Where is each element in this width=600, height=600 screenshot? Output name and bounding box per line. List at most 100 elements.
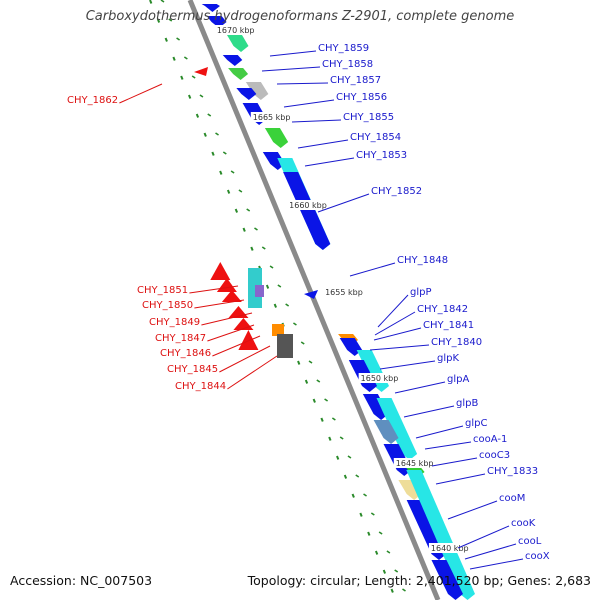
outer-tick-mark bbox=[238, 189, 243, 193]
forward-gene-label: glpP bbox=[410, 287, 432, 298]
inner-tick-mark bbox=[351, 493, 355, 498]
forward-gene-label: cooK bbox=[511, 518, 536, 529]
scale-label: 1645 kbp bbox=[396, 459, 434, 468]
forward-gene-arrow bbox=[283, 172, 331, 250]
forward-label-leader bbox=[304, 157, 355, 167]
scale-label: 1660 kbp bbox=[289, 201, 327, 210]
forward-gene-label: CHY_1841 bbox=[423, 320, 474, 331]
inner-tick-mark bbox=[195, 113, 200, 118]
forward-label-leader bbox=[464, 543, 517, 560]
scale-label: 1640 kbp bbox=[431, 544, 469, 553]
outer-tick-mark bbox=[168, 18, 173, 22]
forward-gene-label: CHY_1833 bbox=[487, 466, 538, 477]
forward-gene-arrow bbox=[225, 32, 249, 52]
forward-gene-label: CHY_1858 bbox=[322, 59, 373, 70]
accession-text: Accession: NC_007503 bbox=[10, 573, 153, 588]
outer-tick-mark bbox=[292, 322, 297, 326]
outer-tick-mark bbox=[285, 303, 290, 307]
forward-label-leader bbox=[447, 500, 498, 520]
forward-gene-arrow bbox=[236, 88, 257, 100]
forward-gene-label: CHY_1842 bbox=[417, 304, 468, 315]
inner-tick-mark bbox=[374, 550, 379, 555]
forward-gene-arrow bbox=[304, 290, 318, 299]
reverse-gene-arrow bbox=[238, 330, 259, 350]
inner-tick-mark bbox=[149, 0, 153, 4]
forward-label-leader bbox=[377, 294, 409, 328]
inner-tick-mark bbox=[164, 37, 168, 42]
forward-label-leader bbox=[369, 344, 430, 351]
outer-tick-mark bbox=[176, 37, 181, 41]
outer-tick-mark bbox=[324, 398, 329, 402]
inner-tick-mark bbox=[250, 246, 254, 251]
outer-tick-mark bbox=[394, 569, 399, 573]
forward-label-leader bbox=[317, 193, 370, 213]
outer-tick-mark bbox=[370, 512, 375, 516]
topology-text: Topology: circular; Length: 2,401,520 bp… bbox=[247, 573, 591, 588]
inner-tick-mark bbox=[312, 398, 316, 403]
inner-tick-mark bbox=[226, 189, 231, 194]
forward-label-leader bbox=[374, 311, 416, 336]
forward-gene-label: CHY_1856 bbox=[336, 92, 387, 103]
reverse-gene-label: CHY_1851 bbox=[137, 285, 188, 296]
forward-label-leader bbox=[415, 425, 464, 439]
reverse-gene-arrow bbox=[194, 67, 208, 76]
scale-label: 1665 kbp bbox=[253, 113, 291, 122]
reverse-gene-label: CHY_1862 bbox=[67, 95, 118, 106]
inner-tick-mark bbox=[234, 208, 239, 213]
forward-gene-label: cooL bbox=[518, 536, 542, 547]
reverse-label-leader bbox=[207, 324, 255, 342]
inner-tick-mark bbox=[172, 56, 176, 61]
forward-gene-arrow bbox=[264, 128, 289, 148]
forward-gene-arrow bbox=[222, 55, 243, 66]
forward-gene-label: CHY_1854 bbox=[350, 132, 401, 143]
inner-tick-mark bbox=[367, 531, 371, 536]
genome-backbone bbox=[187, 0, 441, 600]
inner-tick-mark bbox=[188, 94, 192, 99]
reverse-gene-label: CHY_1844 bbox=[175, 381, 226, 392]
reverse-gene-label: CHY_1846 bbox=[160, 348, 211, 359]
outer-tick-mark bbox=[191, 75, 196, 79]
inner-tick-mark bbox=[320, 417, 324, 422]
forward-label-leader bbox=[373, 327, 422, 341]
inner-tick-mark bbox=[273, 303, 277, 308]
forward-gene-arrow bbox=[228, 68, 249, 80]
reverse-gene-arrow bbox=[216, 278, 237, 292]
forward-gene-label: CHY_1853 bbox=[356, 150, 407, 161]
forward-label-leader bbox=[269, 50, 317, 57]
inner-tick-mark bbox=[219, 170, 223, 175]
outer-tick-mark bbox=[277, 284, 282, 288]
inner-tick-mark bbox=[382, 569, 387, 574]
reverse-gene-block bbox=[255, 285, 264, 297]
outer-tick-mark bbox=[199, 94, 204, 98]
forward-gene-label: cooA-1 bbox=[473, 434, 507, 445]
inner-tick-mark bbox=[156, 18, 161, 23]
inner-tick-mark bbox=[297, 360, 301, 365]
scale-label: 1655 kbp bbox=[325, 288, 363, 297]
forward-gene-label: CHY_1852 bbox=[371, 186, 422, 197]
inner-tick-mark bbox=[265, 284, 270, 289]
forward-label-leader bbox=[424, 441, 472, 450]
inner-tick-mark bbox=[336, 455, 340, 460]
forward-label-leader bbox=[394, 381, 446, 394]
outer-tick-mark bbox=[254, 227, 258, 231]
forward-gene-label: cooC3 bbox=[479, 450, 510, 461]
forward-label-leader bbox=[457, 525, 510, 549]
outer-tick-mark bbox=[378, 531, 383, 535]
map-title: Carboxydothermus hydrogenoformans Z-2901… bbox=[85, 9, 515, 24]
forward-gene-arrow bbox=[339, 338, 363, 356]
reverse-label-leader bbox=[201, 312, 253, 326]
forward-gene-label: glpK bbox=[437, 353, 459, 364]
reverse-gene-arrow bbox=[210, 262, 231, 280]
forward-gene-arrow bbox=[373, 420, 399, 444]
forward-label-leader bbox=[435, 473, 486, 485]
inner-tick-mark bbox=[180, 75, 184, 80]
forward-gene-label: CHY_1857 bbox=[330, 75, 381, 86]
outer-tick-mark bbox=[316, 379, 321, 383]
inner-tick-mark bbox=[343, 474, 348, 479]
forward-label-leader bbox=[431, 457, 478, 467]
forward-label-leader bbox=[403, 405, 455, 418]
forward-gene-arrow bbox=[406, 470, 475, 600]
forward-label-leader bbox=[261, 66, 321, 72]
